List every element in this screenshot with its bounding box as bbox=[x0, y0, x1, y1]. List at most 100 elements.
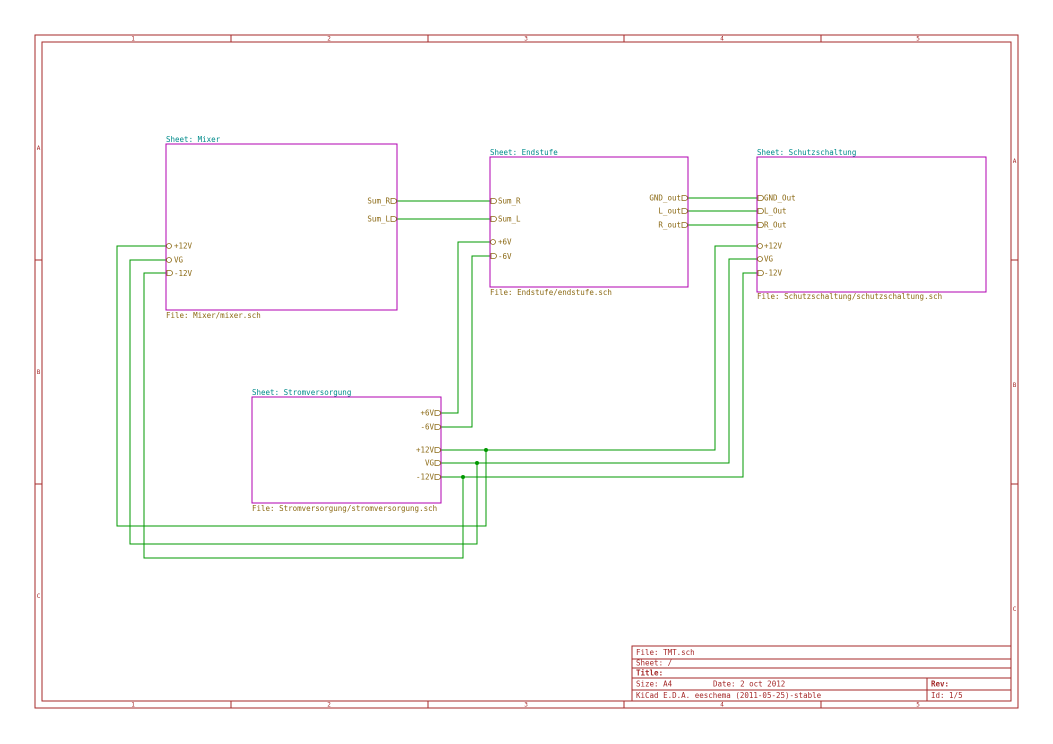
sheet-schutz-border bbox=[756, 156, 987, 293]
pin-mixer-sum-r[interactable]: Sum_R bbox=[367, 197, 390, 206]
frame-col-top-4: 4 bbox=[720, 36, 724, 43]
junction-plus-12v bbox=[484, 448, 488, 452]
pin-endstufe-plus-6v[interactable]: +6V bbox=[498, 238, 512, 247]
sheet-stromversorgung[interactable]: Sheet: Stromversorgung File: Stromversor… bbox=[251, 388, 442, 513]
pin-endstufe-sum-r[interactable]: Sum_R bbox=[498, 197, 521, 206]
outer-frame bbox=[34, 34, 1019, 709]
pin-schutz-plus-12v-symbol bbox=[757, 243, 763, 249]
pin-schutz-l-out[interactable]: L_Out bbox=[764, 207, 787, 216]
pin-mixer-sum-r-symbol bbox=[390, 198, 397, 204]
pin-endstufe-sum-r-symbol bbox=[490, 198, 497, 204]
pin-schutz-minus-12v[interactable]: -12V bbox=[764, 269, 783, 278]
frame-row-right-c: C bbox=[1013, 606, 1017, 613]
junction-minus-12v bbox=[461, 475, 465, 479]
title-block-tool: KiCad E.D.A. eeschema (2011-05-25)-stabl… bbox=[636, 691, 822, 700]
wire-mixer-plus-12v bbox=[116, 245, 487, 527]
frame-col-bottom-3: 3 bbox=[524, 702, 528, 709]
sheet-mixer-name: Sheet: Mixer bbox=[166, 135, 221, 144]
sheet-endstufe-name: Sheet: Endstufe bbox=[490, 148, 558, 157]
pin-strom-minus-6v-symbol bbox=[434, 424, 441, 430]
sheet-schutz-file: File: Schutzschaltung/schutzschaltung.sc… bbox=[757, 292, 942, 301]
wire-minus-6v bbox=[441, 255, 490, 428]
sheet-mixer-file: File: Mixer/mixer.sch bbox=[166, 311, 261, 320]
frame-row-left-c: C bbox=[37, 593, 41, 600]
pin-endstufe-gnd-out-symbol bbox=[681, 195, 688, 201]
wire-schutz-minus-12v bbox=[441, 272, 757, 478]
frame-col-top-1: 1 bbox=[131, 36, 135, 43]
frame-col-bottom-1: 1 bbox=[131, 702, 135, 709]
pin-strom-plus-6v[interactable]: +6V bbox=[420, 409, 434, 418]
pin-schutz-vg[interactable]: VG bbox=[764, 255, 774, 264]
pin-mixer-sum-l-symbol bbox=[390, 216, 397, 222]
frame-row-right-b: B bbox=[1013, 382, 1017, 389]
sheet-schutz-name: Sheet: Schutzschaltung bbox=[757, 148, 856, 157]
pin-endstufe-gnd-out[interactable]: GND_out bbox=[649, 194, 681, 203]
pin-mixer-plus-12v-symbol bbox=[166, 243, 172, 249]
pin-strom-plus-6v-symbol bbox=[434, 410, 441, 416]
pin-endstufe-minus-6v-symbol bbox=[490, 253, 497, 259]
frame-row-right-a: A bbox=[1013, 158, 1017, 165]
pin-schutz-l-out-symbol bbox=[757, 208, 764, 214]
sheet-endstufe-border bbox=[489, 156, 689, 288]
frame-row-left-b: B bbox=[37, 369, 41, 376]
sheet-strom-file: File: Stromversorgung/stromversorgung.sc… bbox=[252, 504, 437, 513]
pin-mixer-minus-12v[interactable]: -12V bbox=[174, 269, 193, 278]
frame-col-top-2: 2 bbox=[327, 36, 331, 43]
pin-mixer-vg-symbol bbox=[166, 257, 172, 263]
pin-endstufe-l-out[interactable]: L_out bbox=[658, 207, 681, 216]
wire-mixer-minus-12v bbox=[143, 272, 464, 559]
pin-strom-plus-12v-symbol bbox=[434, 447, 441, 453]
frame-col-bottom-4: 4 bbox=[720, 702, 724, 709]
frame-row-left-a: A bbox=[37, 145, 41, 152]
title-block-file: File: TMT.sch bbox=[636, 648, 695, 657]
pin-strom-minus-6v[interactable]: -6V bbox=[420, 423, 434, 432]
pin-schutz-vg-symbol bbox=[757, 256, 763, 262]
sheet-strom-name: Sheet: Stromversorgung bbox=[252, 388, 351, 397]
frame-col-top-5: 5 bbox=[916, 36, 920, 43]
pin-mixer-plus-12v[interactable]: +12V bbox=[174, 242, 193, 251]
pin-mixer-vg[interactable]: VG bbox=[174, 256, 184, 265]
title-block-sheet: Sheet: / bbox=[636, 659, 672, 668]
sheet-mixer-border bbox=[165, 143, 398, 311]
frame-col-bottom-5: 5 bbox=[916, 702, 920, 709]
pin-strom-minus-12v[interactable]: -12V bbox=[416, 473, 435, 482]
pin-schutz-gnd-out-symbol bbox=[757, 195, 764, 201]
inner-frame bbox=[41, 41, 1012, 702]
pin-endstufe-minus-6v[interactable]: -6V bbox=[498, 252, 512, 261]
pin-mixer-minus-12v-symbol bbox=[166, 270, 173, 276]
title-block-size: Size: A4 bbox=[636, 680, 673, 689]
pin-endstufe-sum-l[interactable]: Sum_L bbox=[498, 215, 521, 224]
pin-endstufe-r-out[interactable]: R_out bbox=[658, 221, 681, 230]
title-block-rev: Rev: bbox=[931, 680, 949, 689]
pin-schutz-plus-12v[interactable]: +12V bbox=[764, 242, 783, 251]
sheet-schutzschaltung[interactable]: Sheet: Schutzschaltung File: Schutzschal… bbox=[756, 148, 987, 301]
frame-ticks bbox=[35, 35, 1018, 708]
pin-schutz-minus-12v-symbol bbox=[757, 270, 764, 276]
pin-schutz-r-out[interactable]: R_Out bbox=[764, 221, 787, 230]
pin-endstufe-l-out-symbol bbox=[681, 208, 688, 214]
sheet-endstufe-file: File: Endstufe/endstufe.sch bbox=[490, 288, 612, 297]
wire-plus-6v bbox=[441, 241, 490, 414]
pin-endstufe-sum-l-symbol bbox=[490, 216, 497, 222]
title-block-border bbox=[631, 645, 1012, 702]
title-block: File: TMT.sch Sheet: / Title: Size: A4 D… bbox=[631, 645, 1012, 702]
title-block-title: Title: bbox=[636, 669, 663, 678]
pin-mixer-sum-l[interactable]: Sum_L bbox=[367, 215, 390, 224]
sheet-mixer[interactable]: Sheet: Mixer File: Mixer/mixer.sch Sum_R… bbox=[165, 135, 398, 320]
pin-endstufe-plus-6v-symbol bbox=[490, 239, 496, 245]
frame-col-bottom-2: 2 bbox=[327, 702, 331, 709]
frame-col-top-3: 3 bbox=[524, 36, 528, 43]
title-block-date: Date: 2 oct 2012 bbox=[713, 680, 785, 689]
wires bbox=[116, 197, 757, 559]
junction-vg bbox=[475, 461, 479, 465]
pin-strom-minus-12v-symbol bbox=[434, 474, 441, 480]
pin-strom-vg-symbol bbox=[434, 460, 441, 466]
sheet-strom-border bbox=[251, 396, 442, 504]
wire-schutz-vg bbox=[441, 258, 757, 464]
pin-strom-plus-12v[interactable]: +12V bbox=[416, 446, 435, 455]
pin-strom-vg[interactable]: VG bbox=[425, 459, 435, 468]
pin-schutz-gnd-out[interactable]: GND_Out bbox=[764, 194, 796, 203]
sheet-endstufe[interactable]: Sheet: Endstufe File: Endstufe/endstufe.… bbox=[489, 148, 689, 297]
wire-schutz-plus-12v bbox=[441, 245, 757, 451]
